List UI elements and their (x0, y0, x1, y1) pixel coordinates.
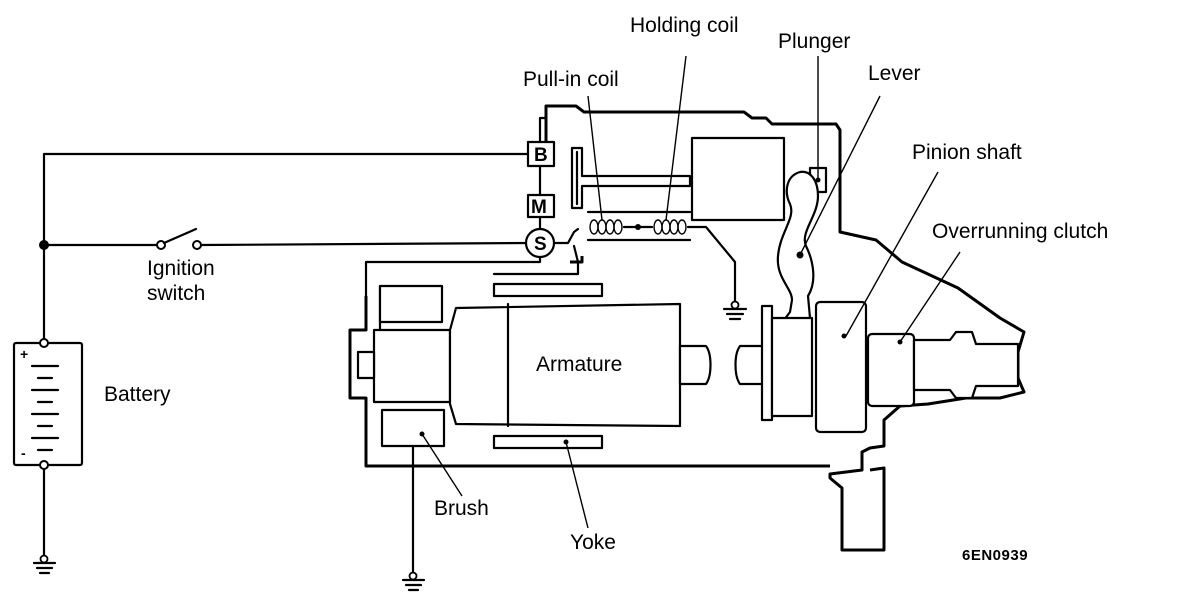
terminal-m: M (526, 193, 556, 219)
wiring (42, 116, 737, 576)
label-ignition-switch-1: Ignition (147, 257, 215, 280)
label-pinion-shaft: Pinion shaft (912, 141, 1022, 164)
label-ignition-switch-2: switch (147, 282, 205, 305)
leader-lines (421, 55, 961, 529)
label-overrunning-clutch: Overrunning clutch (932, 220, 1108, 243)
junction-dot (39, 240, 49, 250)
ground-icon (32, 554, 57, 575)
terminal-s: S (524, 227, 556, 259)
battery-negative-sign: - (21, 445, 26, 461)
terminal-b: B (526, 140, 556, 168)
solenoid (570, 136, 828, 242)
label-lever: Lever (868, 62, 921, 85)
svg-text:S: S (534, 234, 547, 255)
label-armature: Armature (536, 353, 622, 376)
pull-in-coil-winding (589, 219, 623, 235)
label-brush: Brush (434, 497, 489, 520)
figure-code: 6EN0939 (962, 547, 1028, 564)
svg-text:B: B (534, 145, 548, 166)
label-pull-in-coil: Pull-in coil (523, 68, 619, 91)
ground-icon (722, 300, 748, 321)
battery-symbol: + - (12, 338, 84, 470)
ground-icon (401, 571, 426, 592)
holding-coil-winding (653, 219, 687, 235)
label-holding-coil: Holding coil (630, 14, 739, 37)
battery-positive-sign: + (20, 346, 28, 362)
ignition-switch (156, 227, 202, 250)
motor-internals (356, 282, 1020, 450)
label-plunger: Plunger (778, 30, 850, 53)
label-battery: Battery (104, 383, 171, 406)
svg-text:M: M (531, 197, 547, 218)
label-yoke: Yoke (570, 531, 616, 554)
